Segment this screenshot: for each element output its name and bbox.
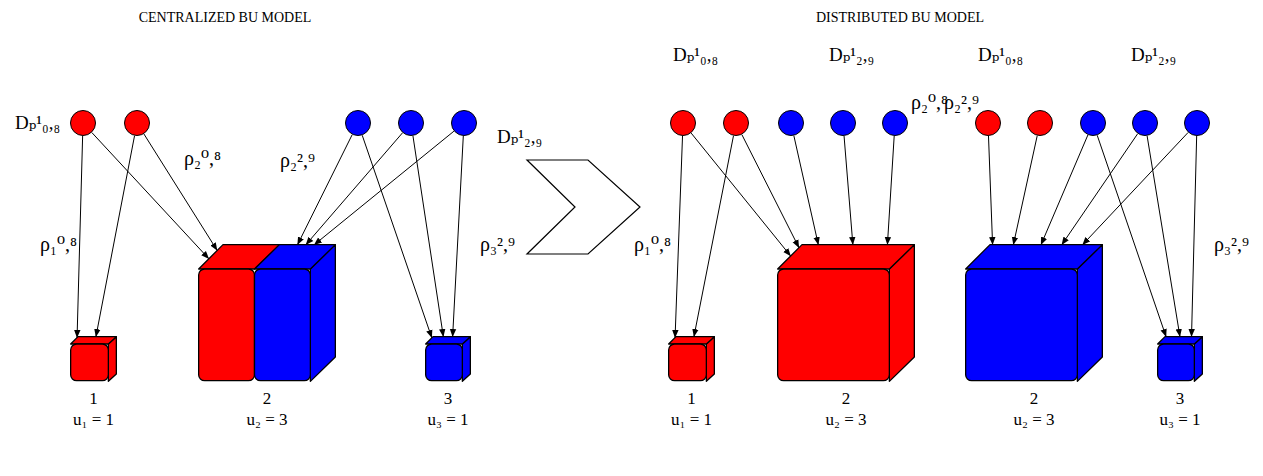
flow-arrow [96,136,135,337]
cube-label: 2 [1030,390,1039,408]
flow-arrow [1082,132,1188,245]
bu-cube: 2u₂ = 3 [965,244,1103,382]
source-circle [1080,110,1106,136]
source-circle [398,110,424,136]
flow-arrow [1097,135,1166,337]
flow-arrow [77,136,83,338]
rate-label: ρ₂⁰,⁸ [184,148,221,169]
flow-arrow [1062,134,1138,245]
rate-label: ρ₃²,⁹ [480,234,515,255]
source-circle [124,110,150,136]
source-circle [345,110,371,136]
rate-label: ρ₁⁰,⁸ [40,234,77,255]
bu-cube: 3u₃ = 1 [425,336,471,382]
cube-shape [1157,336,1203,382]
panel-title: CENTRALIZED BU MODEL [139,11,312,26]
flow-arrow [453,136,464,337]
flow-arrow [691,133,791,256]
demand-label: Dₚ¹₂,₉ [829,45,874,65]
bu-cube: 1u₁ = 1 [70,336,117,382]
rate-label: ρ₁⁰,⁸ [634,234,671,255]
transition-arrow [527,160,640,254]
source-circle [778,110,804,136]
cube-label: 3 [1176,390,1185,408]
source-circle [1184,110,1210,136]
rate-label: ρ₃²,⁹ [1214,234,1249,255]
cube-label: 2 [263,390,272,408]
cube-label: u₂ = 3 [246,411,287,429]
cube-shape [777,244,915,382]
bu-cube: 2u₂ = 3 [198,244,336,382]
cube-shape [668,336,715,382]
flow-arrow [742,135,799,248]
flow-arrow [1147,136,1180,337]
source-circle: Dₚ¹₀,₈ [670,110,696,136]
demand-label: Dₚ¹₀,₈ [978,45,1023,65]
bu-cube: 3u₃ = 1 [1157,336,1203,382]
source-circle: Dₚ¹₂,₉ [1132,110,1158,136]
cube-label: 1 [687,390,696,408]
source-circle: Dₚ¹₀,₈ [70,110,96,136]
flow-arrow [694,136,734,337]
cube-label: u₁ = 1 [671,411,712,429]
cube-label: u₃ = 1 [427,411,468,429]
cube-label: 2 [842,390,851,408]
source-circle: Dₚ¹₀,₈ [975,110,1001,136]
source-circle: Dₚ¹₂,₉ [451,110,477,136]
flow-arrow [844,136,853,245]
demand-label: Dₚ¹₂,₉ [497,127,542,147]
flow-arrow [675,136,682,338]
flow-arrow [887,136,894,245]
flow-arrow [1013,136,1037,245]
source-circle: Dₚ¹₂,₉ [830,110,856,136]
flow-arrow [306,133,403,245]
cube-label: 1 [89,390,98,408]
flow-arrow [314,131,454,245]
rate-label: ρ₂²,⁹ [280,150,315,171]
panel-title: DISTRIBUTED BU MODEL [816,11,984,26]
source-circle [882,110,908,136]
flow-arrow [413,136,443,337]
cube-label: 3 [444,390,453,408]
demand-label: Dₚ¹₂,₉ [1131,45,1176,65]
rate-label: ρ₂⁰,⁸ [911,92,948,113]
source-circle [723,110,749,136]
bu-cube: 1u₁ = 1 [668,336,715,382]
flow-arrow [794,136,819,245]
flow-arrow [1041,135,1088,245]
demand-label: Dₚ¹₀,₈ [673,45,718,65]
source-circle [1027,110,1053,136]
cube-shape [70,336,117,382]
bu-cube: 2u₂ = 3 [777,244,915,382]
cube-shape [965,244,1103,382]
cube-label: u₂ = 3 [1013,411,1054,429]
flow-arrow [362,135,432,338]
flow-arrow [1192,136,1197,337]
rate-label: ρ₂²,⁹ [944,92,979,113]
cube-label: u₃ = 1 [1159,411,1200,429]
cube-shape [198,244,336,382]
cube-label: u₂ = 3 [825,411,866,429]
demand-label: Dₚ¹₀,₈ [15,113,60,133]
cube-label: u₁ = 1 [73,411,114,429]
cube-shape [425,336,471,382]
flow-arrow [988,136,992,245]
